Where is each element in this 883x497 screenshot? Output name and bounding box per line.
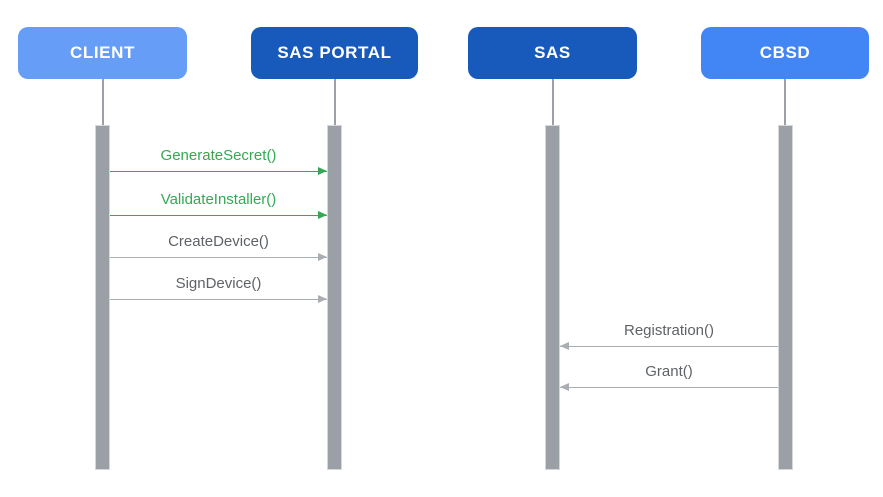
- message-label: ValidateInstaller(): [160, 191, 277, 208]
- lifeline-client: [101, 79, 104, 125]
- lifeline-sas-portal: [333, 79, 336, 125]
- message-sign-device: SignDevice(): [110, 272, 327, 303]
- message-arrow-line: [110, 294, 327, 303]
- message-label: GenerateSecret(): [160, 147, 277, 164]
- message-label: Registration(): [623, 322, 715, 339]
- message-validate-installer: ValidateInstaller(): [110, 188, 327, 219]
- message-registration: Registration(): [560, 319, 778, 350]
- actor-label-cbsd: CBSD: [759, 43, 811, 62]
- lifeline-sas: [551, 79, 554, 125]
- message-arrow-line: [560, 341, 778, 350]
- activation-bar-cbsd: [777, 125, 793, 470]
- arrow-right-icon: [318, 210, 327, 219]
- arrow-right-icon: [318, 294, 327, 303]
- activation-bar-sas: [545, 125, 560, 470]
- message-create-device: CreateDevice(): [110, 230, 327, 261]
- message-grant: Grant(): [560, 360, 778, 391]
- message-label: Grant(): [645, 363, 693, 380]
- actor-box-client: CLIENT: [18, 27, 187, 79]
- message-arrow-line: [110, 252, 327, 261]
- activation-bar-sas-portal: [327, 125, 342, 470]
- actor-box-sas-portal: SAS PORTAL: [251, 27, 418, 79]
- lifeline-cbsd: [784, 79, 786, 125]
- arrow-right-icon: [318, 166, 327, 175]
- actor-box-sas: SAS: [468, 27, 637, 79]
- actor-label-sas: SAS: [534, 43, 571, 62]
- message-generate-secret: GenerateSecret(): [110, 144, 327, 175]
- arrow-left-icon: [560, 341, 569, 350]
- message-arrow-line: [110, 166, 327, 175]
- actor-label-client: CLIENT: [70, 43, 135, 62]
- arrow-left-icon: [560, 382, 569, 391]
- message-label: SignDevice(): [175, 275, 262, 292]
- message-arrow-line: [110, 210, 327, 219]
- activation-bar-client: [95, 125, 110, 470]
- actor-box-cbsd: CBSD: [701, 27, 869, 79]
- arrow-right-icon: [318, 252, 327, 261]
- actor-label-sas-portal: SAS PORTAL: [277, 43, 392, 62]
- message-label: CreateDevice(): [168, 233, 269, 250]
- message-arrow-line: [560, 382, 778, 391]
